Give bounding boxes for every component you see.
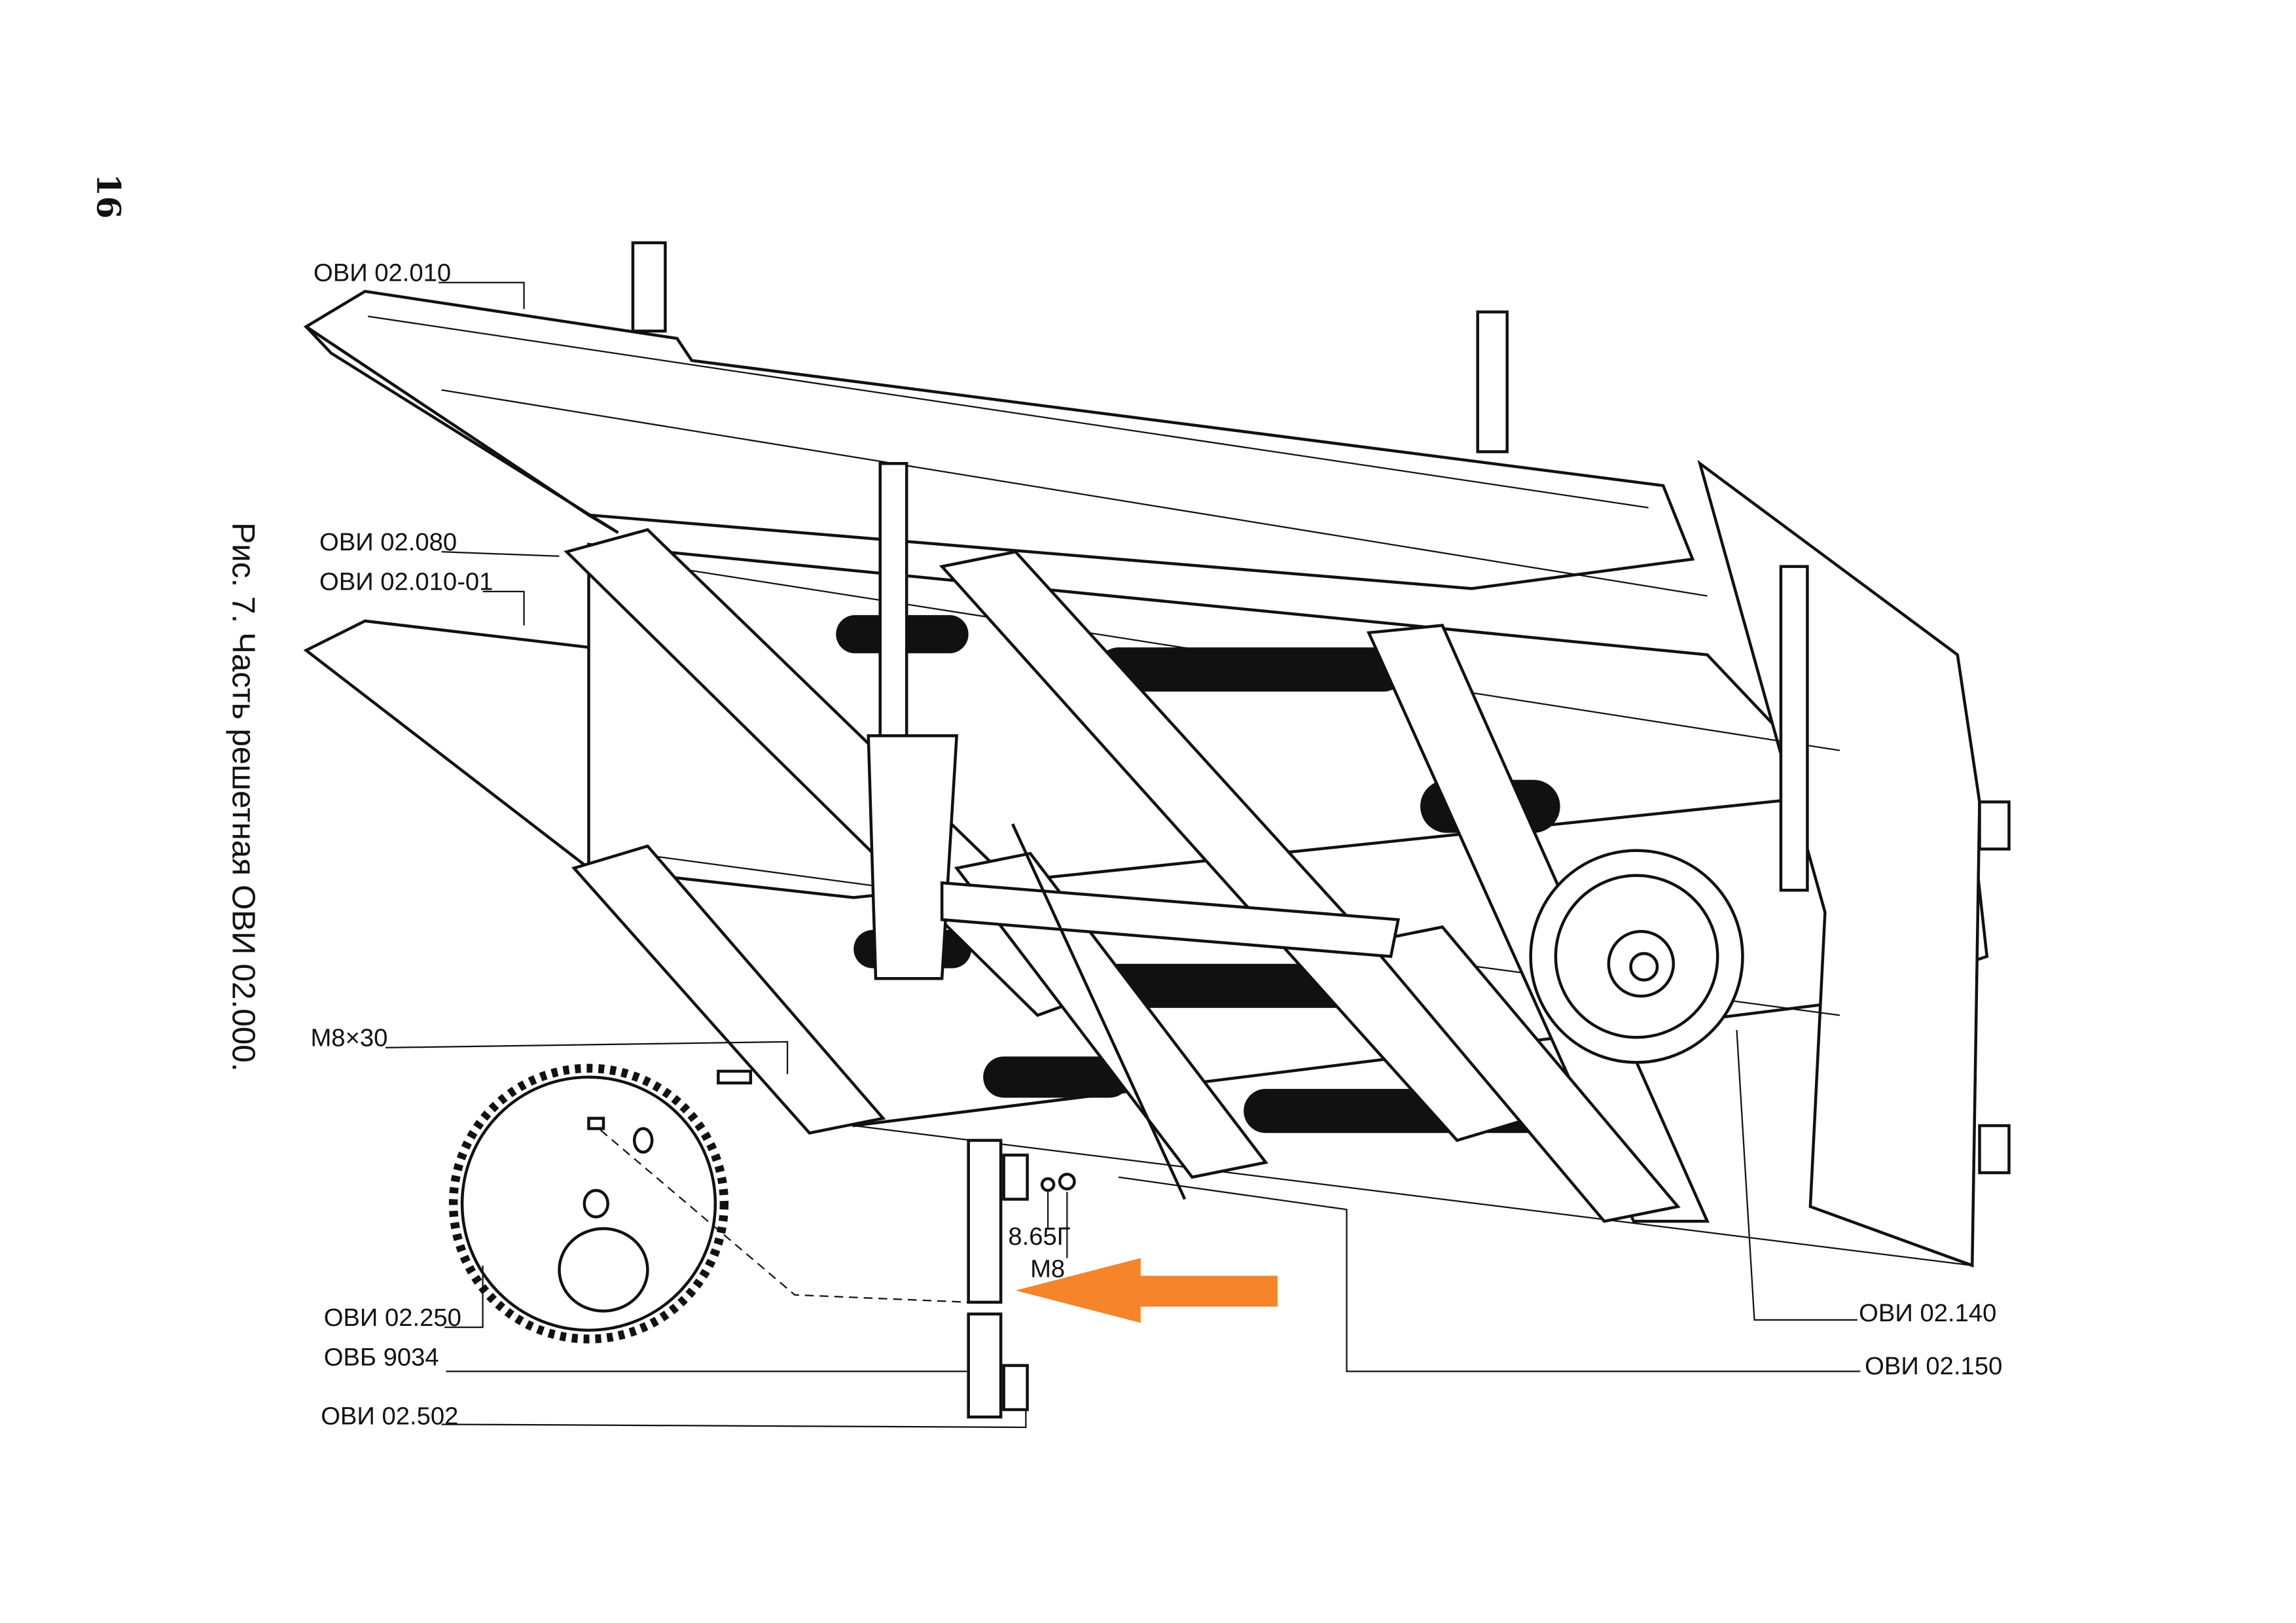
label-washer-865g: 8.65Г <box>1008 1222 1070 1251</box>
label-ovi-02-250: ОВИ 02.250 <box>324 1304 461 1332</box>
label-ovi-02-080: ОВИ 02.080 <box>319 528 457 556</box>
label-ovi-02-502: ОВИ 02.502 <box>321 1402 458 1430</box>
label-ovi-02-010-01: ОВИ 02.010-01 <box>319 568 493 596</box>
part-labels: ОВИ 02.010 ОВИ 02.080 ОВИ 02.010-01 M8×3… <box>310 259 2002 1430</box>
pulley-wheel <box>1529 849 1744 1064</box>
label-ovi-02-150: ОВИ 02.150 <box>1865 1352 2002 1380</box>
label-ovb-9034: ОВБ 9034 <box>324 1344 439 1372</box>
leader-lines <box>386 281 1861 1429</box>
page-number: 16 <box>89 173 127 219</box>
pointer-arrow <box>1015 1258 1278 1323</box>
label-ovi-02-010: ОВИ 02.010 <box>314 259 451 287</box>
label-m8x30: M8×30 <box>310 1024 387 1052</box>
upper-sieve-frame <box>303 241 1708 597</box>
bracket-ovb-9034 <box>717 1069 1076 1419</box>
label-ovi-02-140: ОВИ 02.140 <box>1859 1299 1996 1327</box>
figure-caption: Рис. 7. Часть решетная ОВИ 02.000. <box>225 522 261 1071</box>
label-nut-m8: M8 <box>1030 1255 1065 1283</box>
sprocket-ovi-02-250 <box>448 1063 729 1344</box>
